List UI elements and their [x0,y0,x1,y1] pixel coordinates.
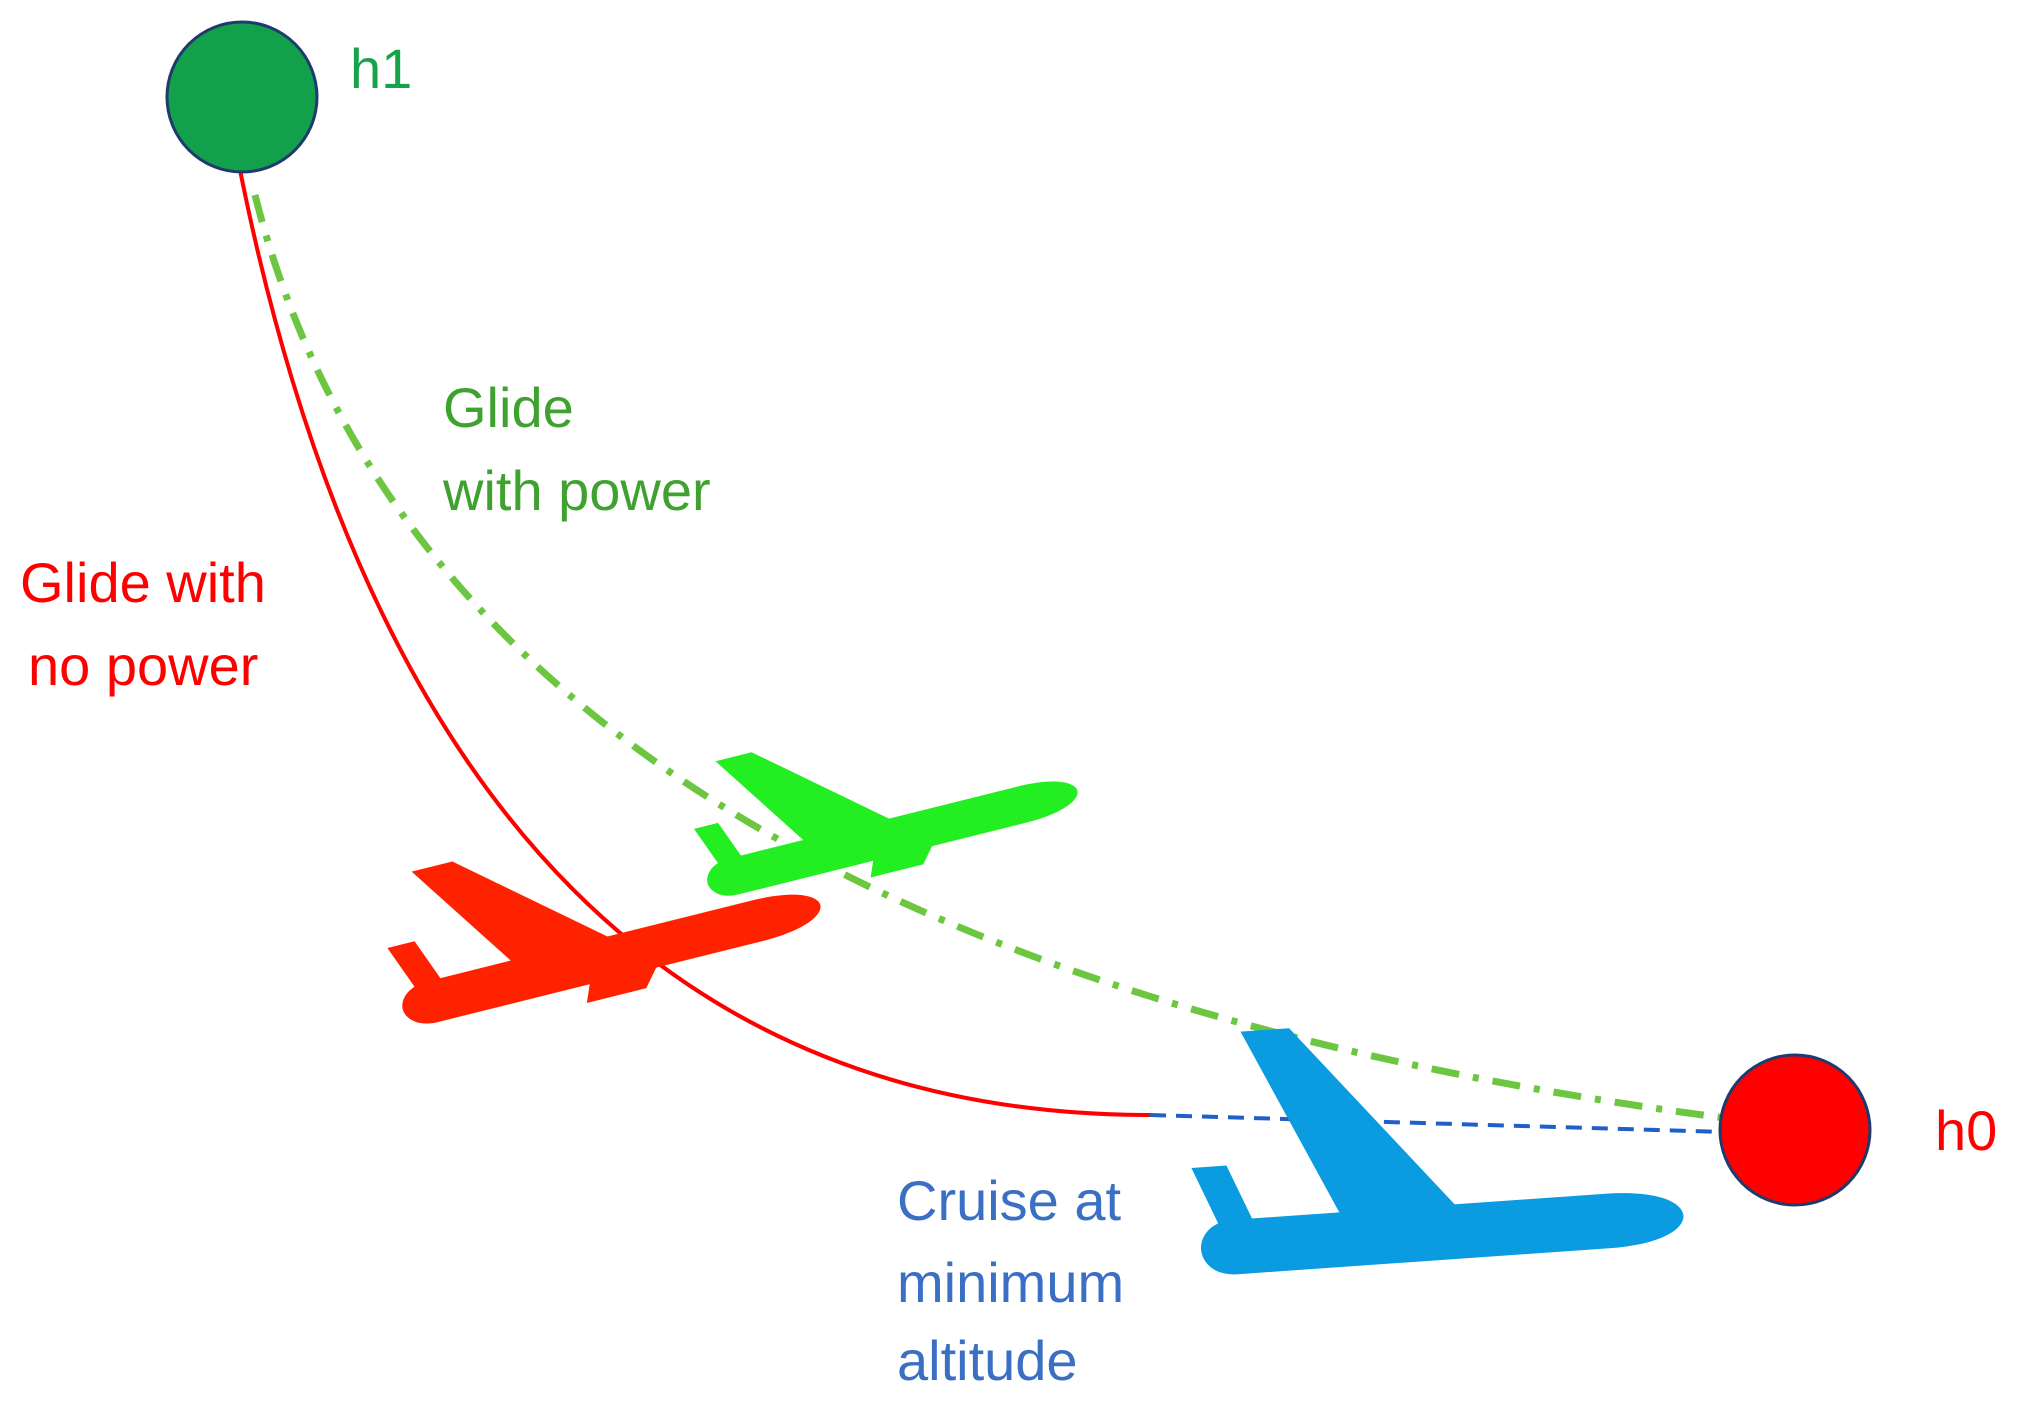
cruise-airplane [1191,1028,1684,1275]
glide-no-power-airplane [387,861,821,1024]
cruise-label-line-2: minimum [897,1251,1124,1314]
h1-node [165,20,319,174]
h0-label: h0 [1935,1099,1997,1162]
cruise-path [1149,1113,1726,1134]
glide-no-power-label-line-2: no power [28,634,258,697]
h0-node [1718,1053,1872,1207]
glide-with-power-label-line-2: with power [442,459,711,522]
glide-with-power-label-line-1: Glide [443,376,574,439]
cruise-label-line-1: Cruise at [897,1169,1122,1232]
cruise-label-line-3: altitude [897,1329,1078,1392]
glide-no-power-label-line-1: Glide with [20,551,266,614]
glide-no-power-path [238,169,1151,1117]
glide-with-power-airplane [693,752,1078,896]
h1-label: h1 [350,37,412,100]
glide-with-power-path [251,194,1726,1122]
